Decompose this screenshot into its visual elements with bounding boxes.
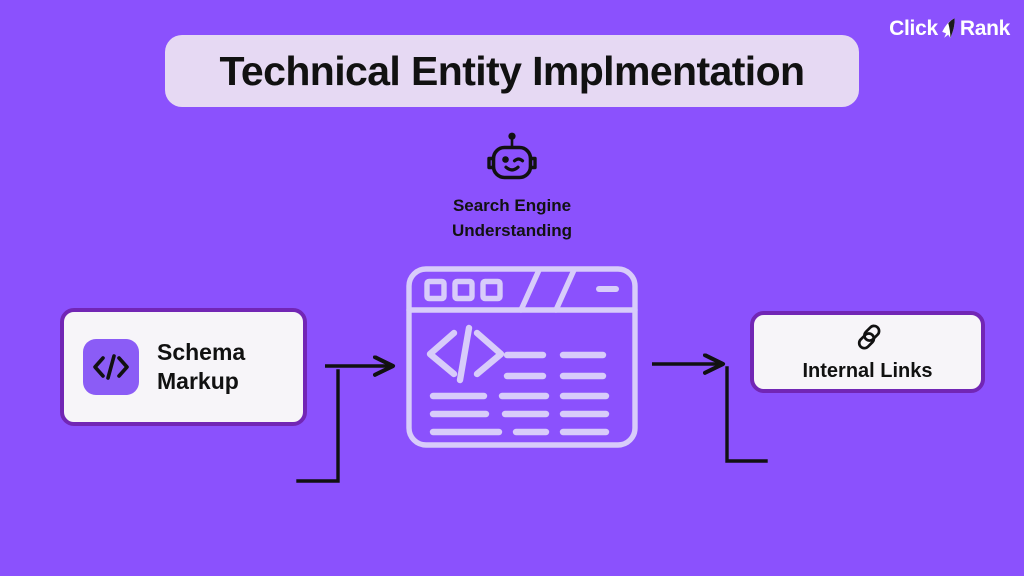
search-engine-caption: Search Engine Understanding [452,194,572,243]
rocket-icon [938,16,960,40]
caption-line-1: Search Engine [452,196,572,215]
card-schema-markup-label-line1: Schema [157,339,246,366]
chain-link-icon [852,322,884,357]
brand-name-first: Click [889,16,938,40]
code-browser-window-icon [406,266,638,448]
card-schema-markup[interactable]: Schema Markup [60,308,307,426]
card-internal-links-label: Internal Links [802,360,933,382]
brand-logo: Click Rank [889,16,1010,40]
card-internal-links[interactable]: Internal Links [750,311,985,393]
card-schema-markup-label-line2: Markup [157,368,239,394]
code-brackets-icon [83,339,139,395]
caption-line-2: Understanding [452,220,572,240]
page-title-pill: Technical Entity Implmentation [165,35,859,107]
robot-head-icon [481,132,543,182]
brand-name-second: Rank [959,16,1010,40]
card-schema-markup-label: Schema Markup [157,338,245,396]
search-engine-node: Search Engine Understanding [0,132,1024,243]
page-title: Technical Entity Implmentation [219,47,806,94]
